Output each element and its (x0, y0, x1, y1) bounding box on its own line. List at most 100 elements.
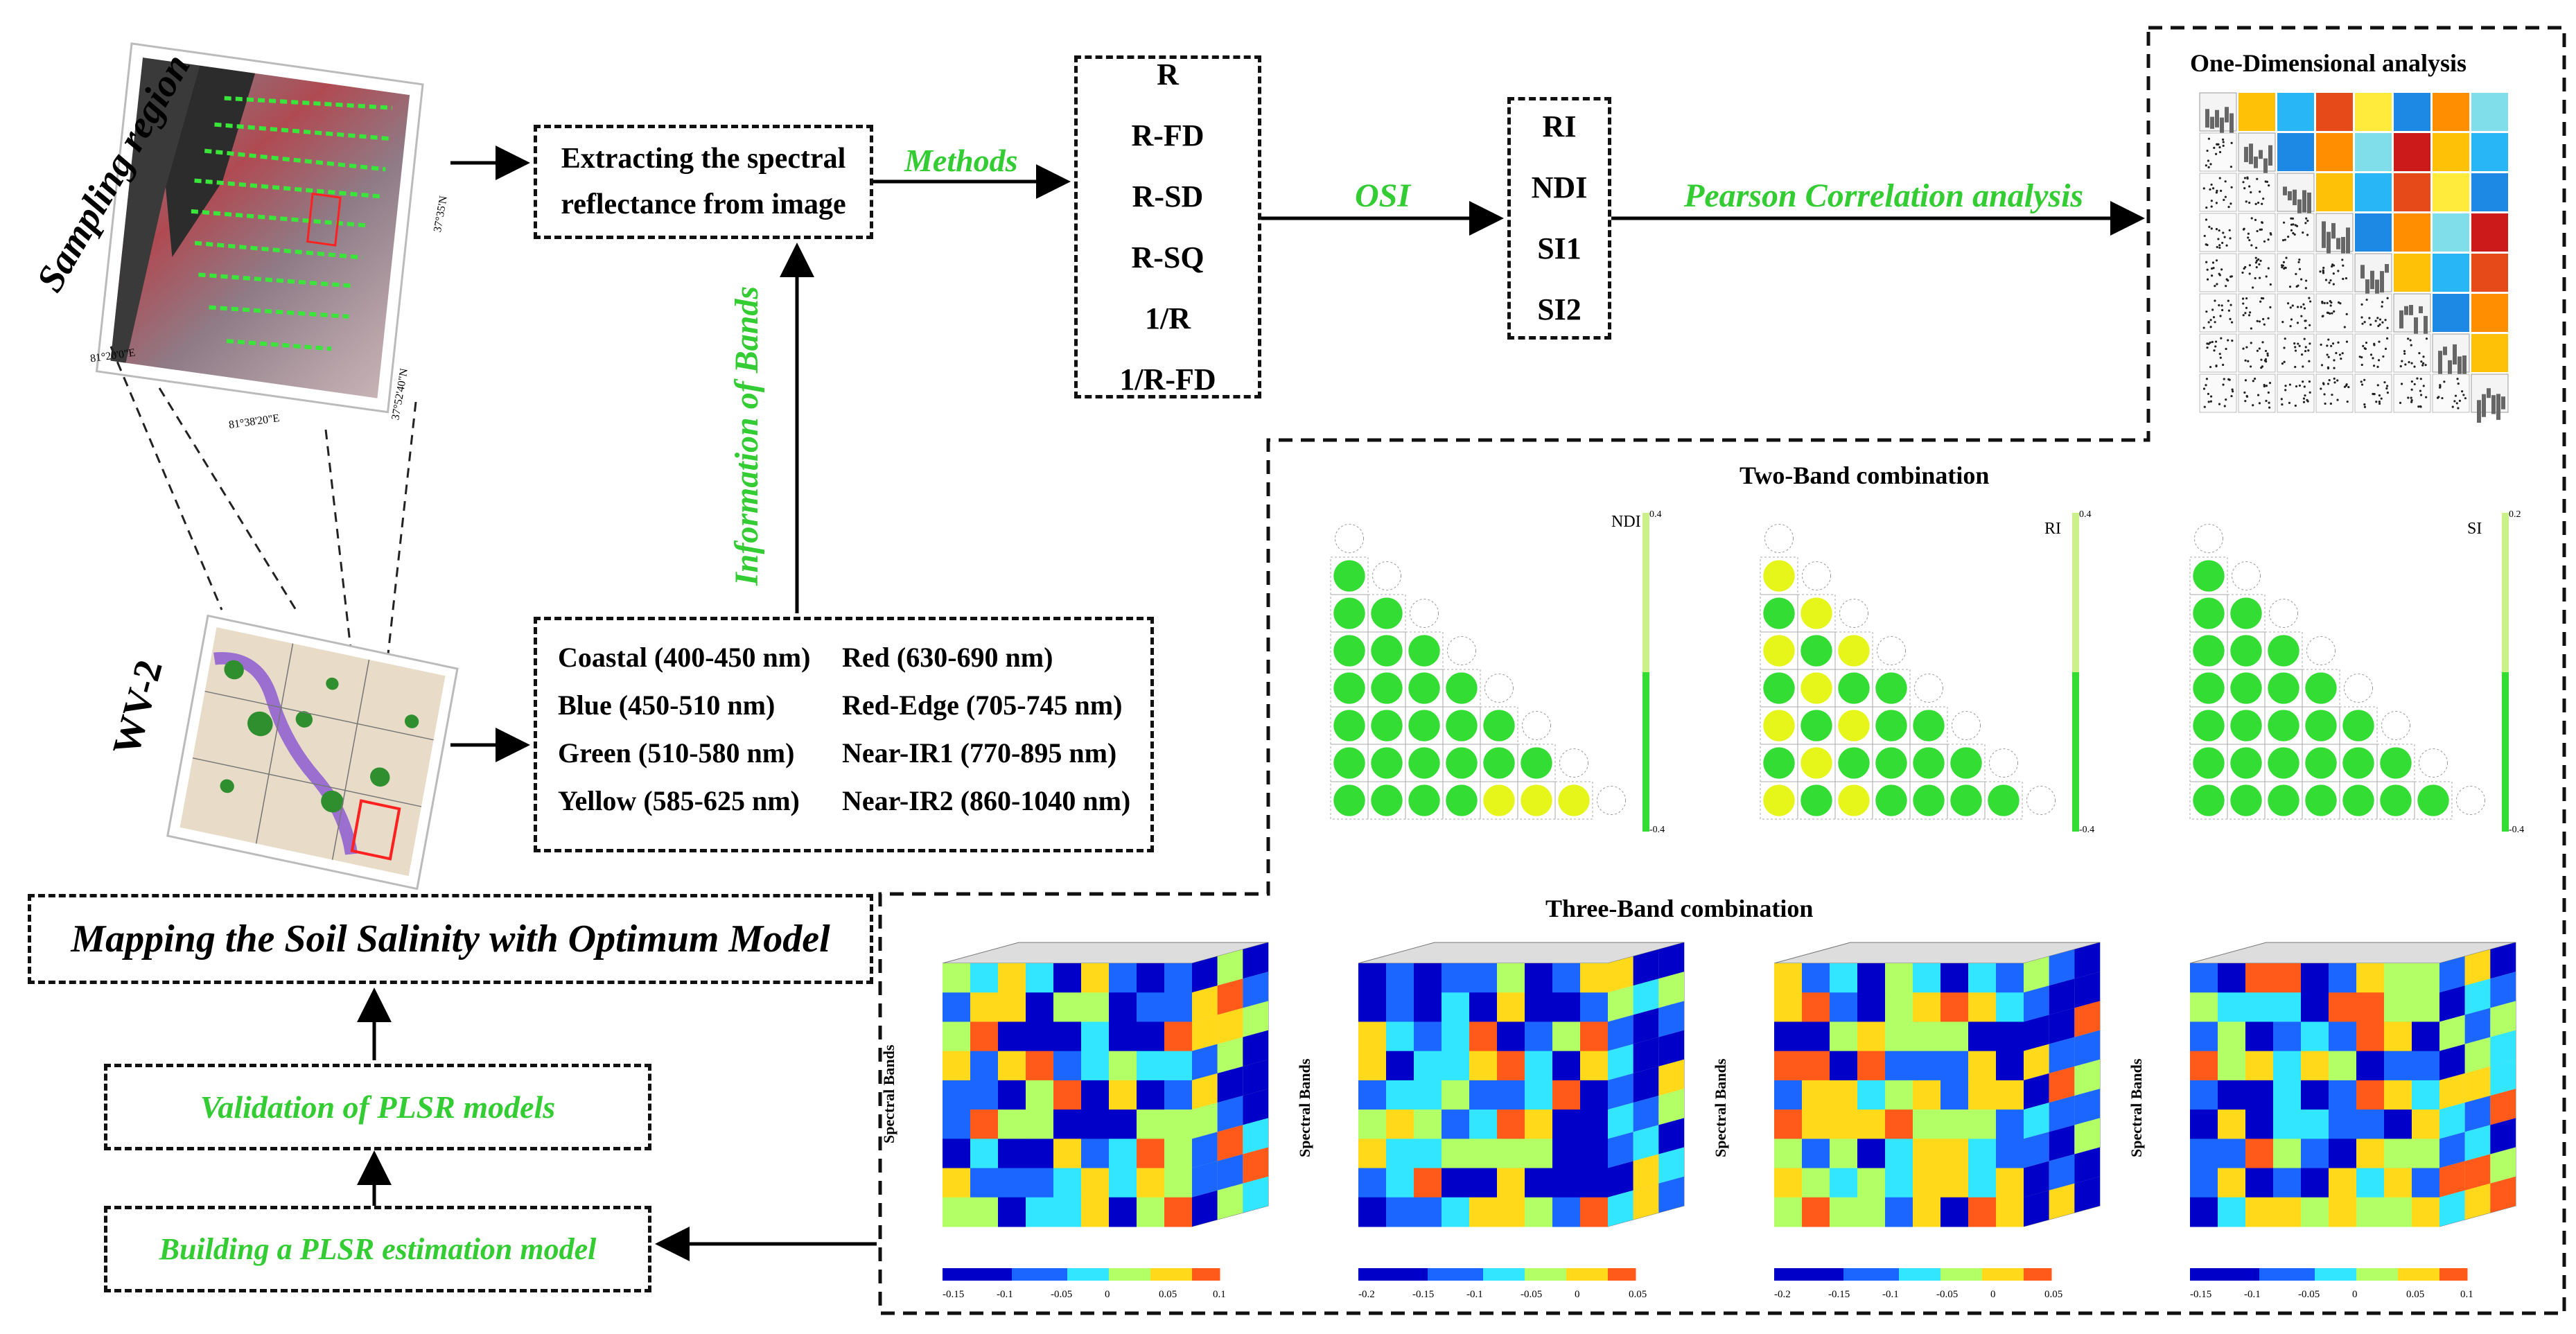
three-band-title: Three-Band combination (1545, 895, 1814, 922)
ri-scale-max: 0.4 (2079, 509, 2092, 520)
colorbar-tick-label: -0.1 (1466, 1289, 1483, 1300)
ndi-triangle-chart (1330, 513, 1649, 832)
colorbar-tick-label: -0.15 (1828, 1289, 1850, 1300)
colorbar-tick-label: 0.05 (1629, 1289, 1647, 1300)
corr-cell (2471, 173, 2508, 211)
method-r-sq: R-SQ (1131, 240, 1204, 274)
mapping-text: Mapping the Soil Salinity with Optimum M… (71, 918, 830, 960)
colorbar-tick-label: -0.2 (1774, 1289, 1791, 1300)
tri-cells (2189, 523, 2486, 820)
building-box: Building a PLSR estimation model (104, 1206, 651, 1292)
corr-cell (2238, 333, 2276, 373)
band-coastal: Coastal (400-450 nm) (558, 642, 811, 673)
sampling-region-tile (90, 28, 450, 416)
corr-cell (2315, 253, 2354, 292)
indices-box: RI NDI SI1 SI2 (1507, 97, 1611, 340)
ri-panel-label: RI (2044, 520, 2061, 538)
wv2-image (166, 614, 459, 890)
cube-4-axis-label: Spectral Bands (2128, 1058, 2145, 1157)
band-red-edge: Red-Edge (705-745 nm) (842, 690, 1123, 721)
correlation-matrix (2197, 90, 2516, 425)
mapping-box: Mapping the Soil Salinity with Optimum M… (28, 894, 873, 984)
corr-cell (2471, 334, 2508, 372)
colorbar-tick-label: -0.1 (1882, 1289, 1899, 1300)
corr-cell (2238, 374, 2276, 413)
one-dim-title: One-Dimensional analysis (2190, 49, 2467, 77)
pearson-label: Pearson Correlation analysis (1684, 177, 2084, 214)
validation-text: Validation of PLSR models (200, 1089, 556, 1125)
corr-cell (2238, 293, 2276, 333)
corr-cell (2238, 253, 2276, 292)
corr-cell (2433, 213, 2469, 252)
ndi-scale-min: -0.4 (1649, 825, 1665, 835)
corr-cell (2471, 254, 2508, 292)
tri-colorbar (1642, 513, 1649, 832)
corr-cell (2315, 374, 2354, 413)
corr-cell (2354, 253, 2392, 304)
si-triangle-chart (2189, 513, 2509, 832)
corr-cell (2238, 132, 2276, 174)
band-red: Red (630-690 nm) (842, 642, 1053, 673)
corr-cell (2393, 293, 2431, 342)
colorbar-tick-label: -0.1 (997, 1289, 1013, 1300)
extract-spectral-box: Extracting the spectral reflectance from… (534, 125, 873, 239)
corr-cell (2277, 173, 2315, 222)
colorbar-tick-label: 0 (1990, 1289, 1996, 1300)
corr-cell (2471, 374, 2509, 425)
tri-colorbar (2502, 513, 2509, 832)
corr-cell (2394, 93, 2430, 131)
colorbar-tick-label: 0.1 (1213, 1289, 1226, 1300)
band-nir1: Near-IR1 (770-895 nm) (842, 737, 1117, 769)
corr-cell (2277, 133, 2314, 171)
corr-cell (2277, 293, 2315, 333)
building-text: Building a PLSR estimation model (159, 1232, 597, 1266)
corr-cell (2394, 213, 2430, 252)
extract-line-2: reflectance from image (561, 188, 846, 220)
corr-cell (2277, 93, 2314, 131)
index-si2: SI2 (1537, 292, 1581, 326)
corr-cell (2277, 253, 2315, 292)
cube-1-chart (942, 942, 1269, 1227)
corr-cell (2433, 173, 2469, 211)
colorbar-tick-label: -0.05 (1521, 1289, 1542, 1300)
cube-cells (1358, 942, 1685, 1227)
corr-cell (2394, 133, 2430, 171)
bands-box: Coastal (400-450 nm) Red (630-690 nm) Bl… (534, 617, 1154, 852)
two-band-panel-ri: RI 0.4 -0.4 (1733, 499, 2107, 845)
sampling-region-image (95, 42, 424, 414)
tri-cells (1760, 523, 2056, 820)
colorbar-tick-label: 0.05 (2044, 1289, 2062, 1300)
band-nir2: Near-IR2 (860-1040 nm) (842, 785, 1131, 816)
two-band-panel-si: SI 0.2 -0.4 (2162, 499, 2536, 845)
correlation-matrix-chart (2199, 92, 2509, 425)
corr-cell (2199, 333, 2237, 373)
colorbar-tick-label: -0.05 (1936, 1289, 1958, 1300)
corr-cell (2354, 333, 2392, 373)
corr-cell (2394, 173, 2430, 211)
corr-cell (2354, 374, 2392, 413)
validation-box: Validation of PLSR models (104, 1064, 651, 1150)
cube-4-chart (2189, 942, 2516, 1227)
corr-cell (2433, 254, 2469, 292)
corr-cell (2393, 333, 2431, 373)
corr-cell (2355, 133, 2392, 171)
osi-label: OSI (1355, 177, 1411, 214)
colorbar-tick-label: -0.1 (2244, 1289, 2261, 1300)
si-panel-label: SI (2467, 520, 2482, 538)
ri-triangle-chart (1760, 513, 2079, 832)
corr-cell (2316, 133, 2353, 171)
cube-cells (1773, 942, 2101, 1227)
colorbar-tick-label: -0.2 (1358, 1289, 1375, 1300)
corr-cell (2199, 253, 2237, 292)
band-blue: Blue (450-510 nm) (558, 690, 776, 721)
cube-1-axis-label: Spectral Bands (880, 1044, 897, 1143)
si-scale-min: -0.4 (2509, 825, 2525, 835)
corr-cell (2316, 173, 2353, 211)
methods-label: Methods (904, 143, 1018, 178)
